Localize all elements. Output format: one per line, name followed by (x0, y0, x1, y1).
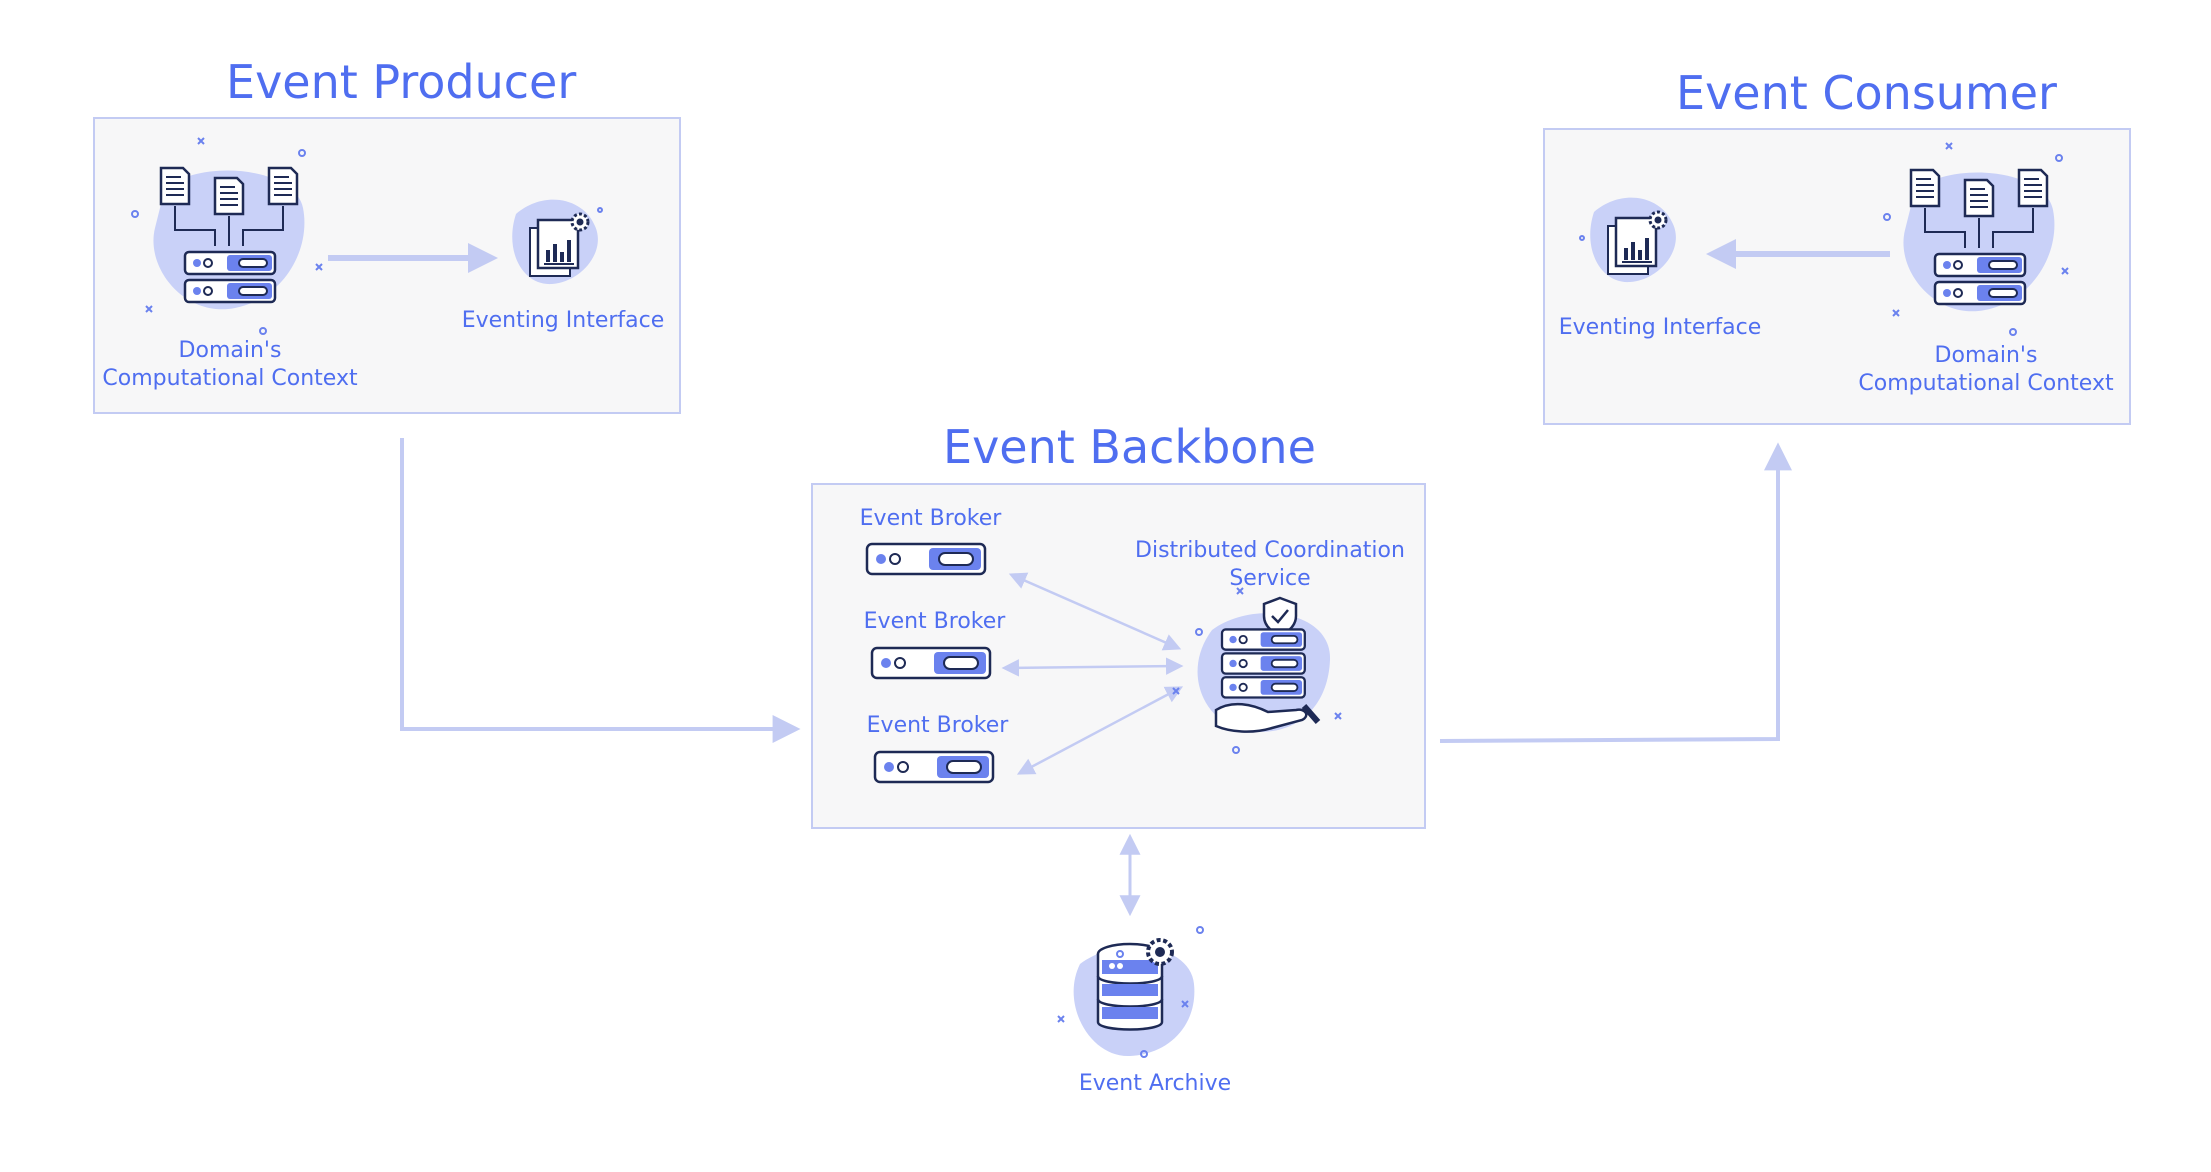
consumer-context-icon (1903, 168, 2055, 312)
consumer-context-label-line1: Domain's (1934, 343, 2038, 368)
event-broker-label-1: Event Broker (859, 506, 1002, 531)
event-broker-label-2: Event Broker (863, 609, 1006, 634)
event-archive-label: Event Archive (1078, 1071, 1232, 1096)
event-backbone-title: Event Backbone (943, 420, 1316, 474)
event-broker-icon-2 (870, 646, 992, 680)
consumer-interface-icon (1588, 196, 1678, 284)
event-broker-icon-3 (873, 750, 995, 784)
event-consumer-title: Event Consumer (1676, 66, 2057, 120)
event-broker-label-3: Event Broker (866, 713, 1009, 738)
consumer-interface-label: Eventing Interface (1558, 315, 1762, 340)
producer-context-label-line2: Computational Context (102, 366, 358, 391)
coordination-service-label-line1: Distributed Coordination (1135, 538, 1405, 563)
producer-context-label: Domain's Computational Context (95, 337, 365, 393)
event-broker-icon-1 (865, 542, 987, 576)
producer-context-icon (153, 166, 305, 310)
event-producer-title: Event Producer (226, 55, 577, 109)
broker1-coordination-arrow (1008, 572, 1182, 651)
producer-interface-label: Eventing Interface (461, 308, 665, 333)
coordination-service-icon (1197, 596, 1331, 733)
producer-interface-icon (510, 198, 600, 286)
broker2-coordination-arrow (1001, 657, 1184, 677)
consumer-context-label: Domain's Computational Context (1851, 342, 2121, 398)
broker3-coordination-arrow (1016, 686, 1184, 775)
backbone-to-consumer-arrow (1439, 442, 1792, 743)
producer-context-label-line1: Domain's (178, 338, 282, 363)
consumer-context-label-line2: Computational Context (1858, 371, 2114, 396)
coordination-service-label-line2: Service (1229, 566, 1311, 591)
event-archive-icon (1073, 938, 1195, 1057)
producer-to-backbone-arrow (400, 438, 801, 743)
decorative-sparkles (131, 137, 2069, 1058)
coordination-service-label: Distributed Coordination Service (1120, 537, 1420, 593)
